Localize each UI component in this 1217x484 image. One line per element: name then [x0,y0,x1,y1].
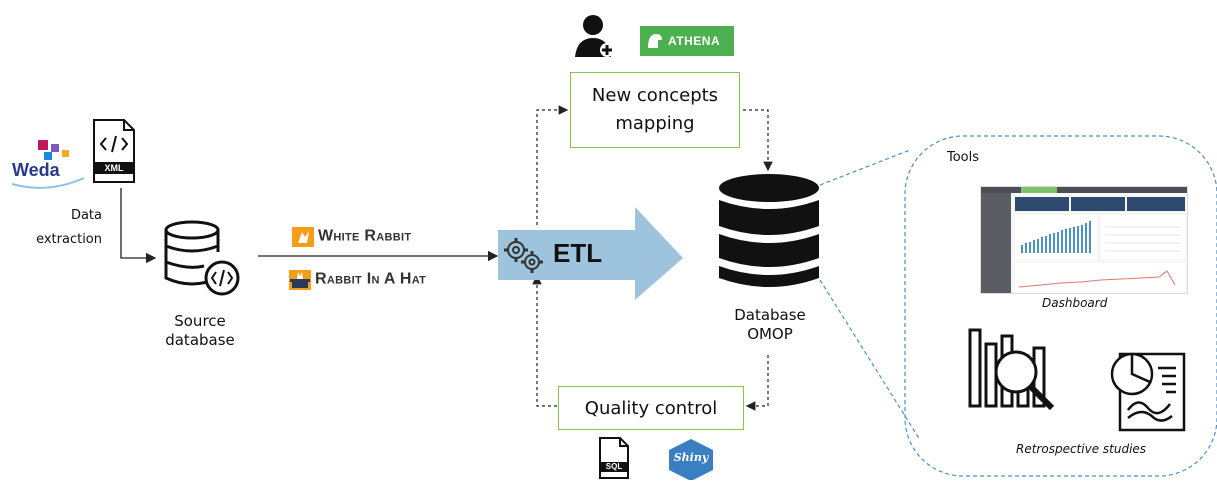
weda-logo: Weda [8,132,88,192]
analytics-magnifier-icon [966,326,1058,412]
athena-helmet-icon [646,32,664,50]
new-concepts-mapping-box: New concepts mapping [570,72,740,148]
quality-control-box: Quality control [558,386,744,430]
data-extraction-line-1: Data [70,208,102,223]
report-chart-icon [1106,346,1188,432]
tools-panel [904,135,1217,477]
database-omop-label: Database OMOP [712,306,828,344]
db-to-tools-bottom-line [819,279,921,441]
new-concepts-line-2: mapping [615,113,695,134]
quality-control-text: Quality control [584,397,718,419]
weda-logo-text: Weda [12,160,60,180]
shiny-text: Shiny [673,451,709,464]
data-extraction-line-2: extraction [36,232,102,247]
quality-to-etl-connector [532,274,557,407]
source-database-line-2: database [165,331,235,349]
omop-database-icon [716,172,822,294]
mapping-to-database-connector [743,109,773,172]
new-concepts-line-1: New concepts [591,85,719,106]
xml-file-icon: XML [92,118,136,184]
etl-arrow-shape [498,207,683,300]
gears-icon [502,236,544,274]
extraction-connector [120,188,157,264]
rabbit-in-a-hat-text: Rabbit In A Hat [315,270,427,288]
shiny-logo: Shiny [666,438,716,481]
database-to-quality-connector [745,355,769,411]
sql-label: SQL [605,462,623,471]
source-database-icon [158,218,244,300]
data-extraction-label: Data extraction [30,204,102,252]
etl-label: ETL [553,238,603,268]
white-rabbit-text: White Rabbit [318,227,412,245]
rabbit-in-a-hat-icon [289,270,311,290]
database-omop-line-1: Database [734,306,806,324]
source-database-line-1: Source [174,312,226,330]
source-database-label: Source database [140,312,260,350]
dashboard-thumbnail [980,186,1188,294]
athena-logo: ATHENA [640,26,734,56]
white-rabbit-icon [292,227,314,247]
xml-label: XML [104,163,124,173]
database-omop-line-2: OMOP [747,325,793,343]
db-to-tools-top-line [819,149,911,186]
rabbit-in-a-hat-logo: Rabbit In A Hat [289,270,426,290]
tools-title: Tools [947,150,980,165]
dashboard-label: Dashboard [1042,296,1108,310]
etl-to-mapping-connector [536,105,569,225]
athena-text: ATHENA [668,34,721,48]
sql-file-icon: SQL [596,436,632,480]
doctor-icon [573,14,617,58]
retrospective-studies-label: Retrospective studies [1016,442,1147,456]
white-rabbit-logo: White Rabbit [292,227,411,247]
